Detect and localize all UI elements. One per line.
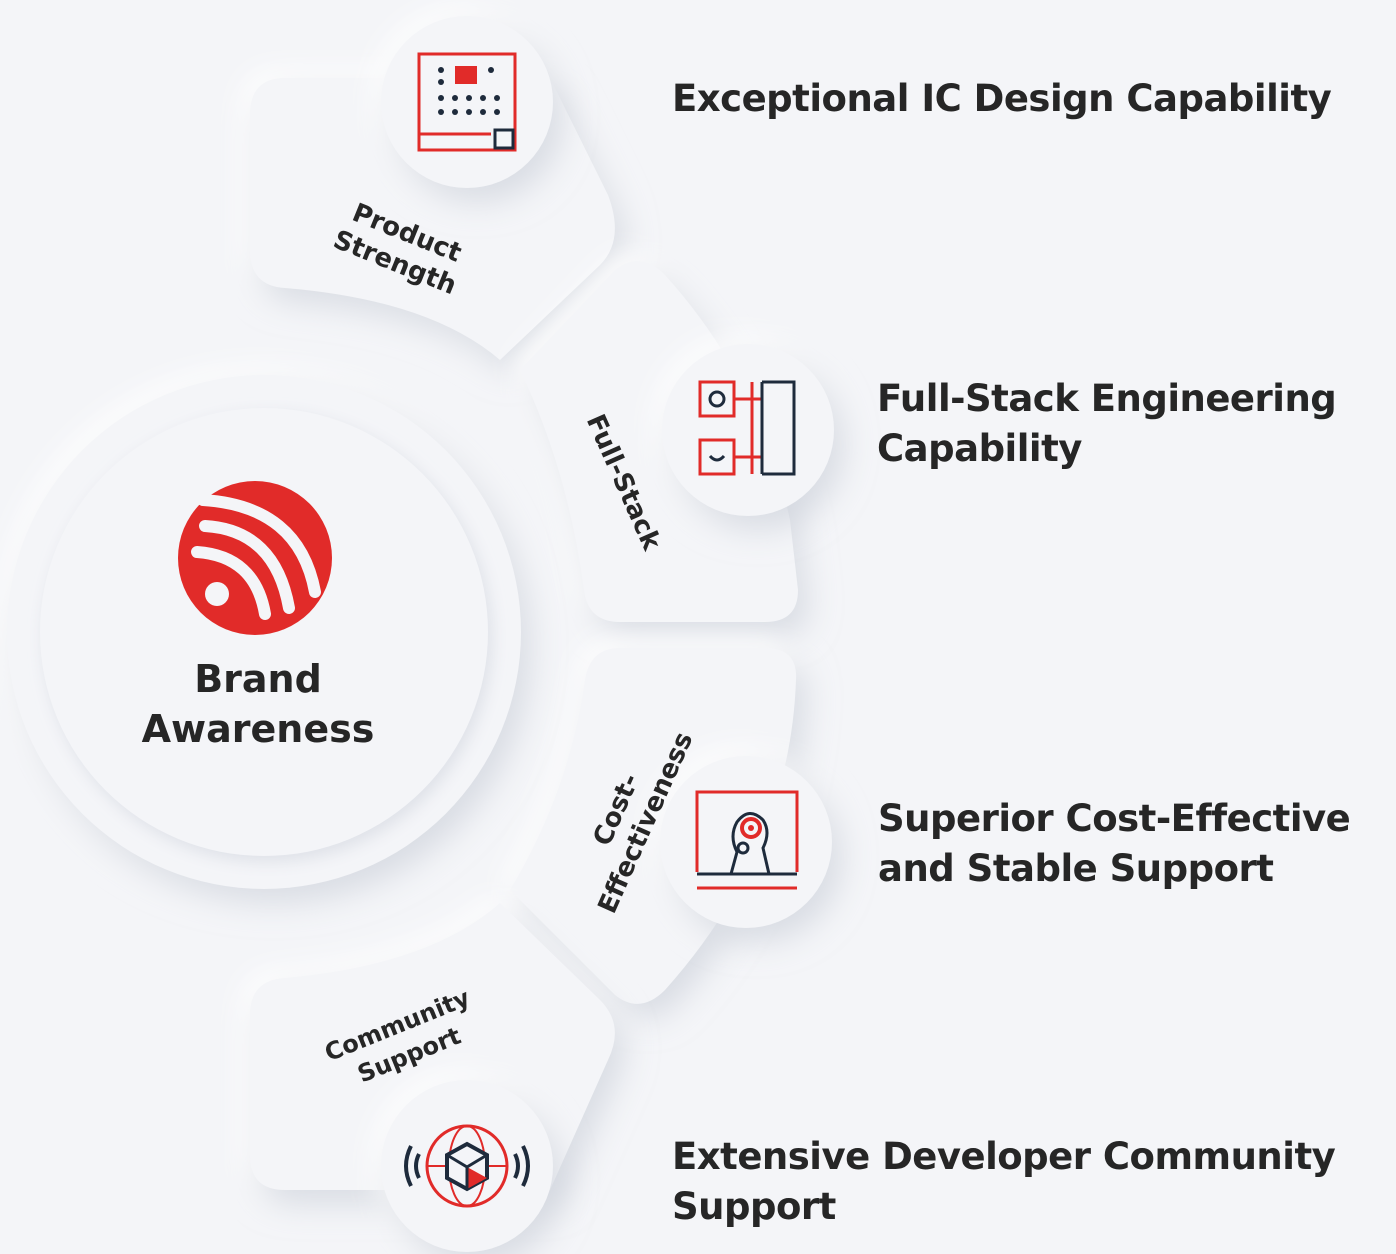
community-globe-icon [404,1124,530,1208]
full-stack-icon [698,380,796,476]
ic-chip-icon [417,52,517,152]
heading-full-stack: Full-Stack Engineering Capability [877,374,1337,474]
heading-cost-effective: Superior Cost-Effective and Stable Suppo… [878,794,1351,894]
segment-cost-effectiveness [510,648,797,1004]
icon-circle-1 [381,16,553,188]
heading-line: Full-Stack Engineering [877,377,1337,420]
center-title-line: Brand [194,657,322,701]
center-title-line: Awareness [141,707,375,751]
heading-line: Exceptional IC Design Capability [672,77,1332,120]
segment-full-stack [520,261,798,622]
heading-community: Extensive Developer Community Support [672,1132,1336,1232]
heading-line: Extensive Developer Community [672,1135,1336,1178]
center-title: Brand Awareness [118,654,398,754]
icon-circle-2 [662,344,834,516]
support-gear-head-icon [695,790,799,890]
heading-line: Capability [877,427,1082,470]
icon-circle-3 [660,756,832,928]
heading-line: and Stable Support [878,847,1274,890]
brand-logo-icon [178,481,332,635]
heading-ic-design: Exceptional IC Design Capability [672,74,1332,124]
heading-line: Support [672,1185,836,1228]
heading-line: Superior Cost-Effective [878,797,1351,840]
